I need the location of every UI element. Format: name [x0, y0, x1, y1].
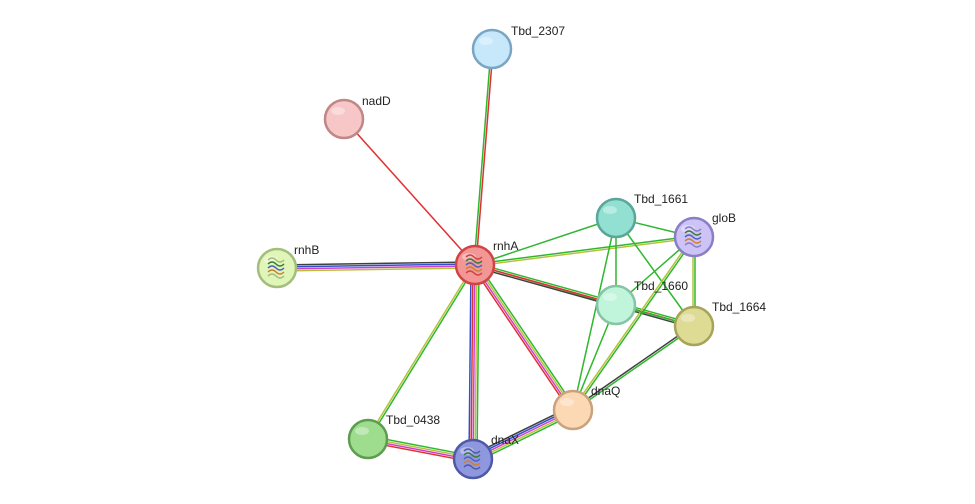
- node-circle[interactable]: [471, 28, 513, 70]
- edge-evidence-line: [277, 267, 476, 272]
- node-circle[interactable]: [323, 98, 365, 140]
- edge-evidence-line: [276, 261, 475, 266]
- node-nadD[interactable]: nadD: [323, 94, 391, 140]
- protein-structure-icon: [463, 448, 481, 470]
- edge-rnhA-Tbd_1661[interactable]: [474, 217, 617, 266]
- edge-evidence-line: [573, 237, 696, 412]
- edge-evidence-line: [368, 265, 477, 440]
- edge-evidence-line: [615, 217, 695, 327]
- node-label: dnaQ: [591, 384, 620, 398]
- node-Tbd_2307[interactable]: Tbd_2307: [471, 24, 565, 70]
- edge-evidence-line: [475, 237, 695, 267]
- node-highlight: [681, 314, 695, 322]
- edge-evidence-line: [470, 264, 474, 459]
- node-circle[interactable]: [347, 418, 389, 460]
- node-highlight: [560, 398, 574, 406]
- edge-evidence-line: [277, 265, 476, 270]
- edge-evidence-line: [276, 263, 475, 268]
- node-Tbd_1661[interactable]: Tbd_1661: [595, 192, 688, 239]
- edge-rnhA-gloB[interactable]: [474, 235, 695, 267]
- edge-rnhA-rnhB[interactable]: [276, 261, 476, 272]
- edge-evidence-line: [366, 264, 475, 439]
- node-label: nadD: [362, 94, 391, 108]
- node-label: Tbd_1660: [634, 279, 688, 293]
- edge-rnhA-Tbd_2307[interactable]: [473, 48, 494, 266]
- node-label: Tbd_1664: [712, 300, 766, 314]
- node-Tbd_1660[interactable]: Tbd_1660: [595, 279, 688, 326]
- node-circle[interactable]: [673, 305, 715, 347]
- node-dnaQ[interactable]: dnaQ: [552, 384, 620, 431]
- edge-Tbd_1661-dnaQ[interactable]: [572, 217, 617, 411]
- node-highlight: [603, 293, 617, 301]
- protein-structure-icon: [267, 257, 285, 279]
- edge-evidence-line: [473, 48, 492, 265]
- edge-evidence-line: [475, 264, 575, 410]
- edge-evidence-line: [476, 265, 480, 460]
- edge-evidence-line: [473, 265, 573, 411]
- protein-structure-icon: [684, 226, 702, 248]
- edge-evidence-line: [474, 265, 478, 460]
- node-layer: Tbd_2307 nadD rnhB rnhA Tbd_1661 gloB Tbd_1660…: [256, 24, 766, 480]
- edge-evidence-line: [471, 266, 572, 413]
- edge-Tbd_1661-Tbd_1664[interactable]: [615, 217, 695, 327]
- node-label: dnaX: [491, 433, 519, 447]
- edge-evidence-line: [472, 264, 476, 460]
- edge-evidence-line: [573, 326, 695, 412]
- node-circle[interactable]: [552, 389, 594, 431]
- node-label: rnhB: [294, 243, 319, 257]
- edge-gloB-dnaQ[interactable]: [571, 235, 696, 412]
- node-highlight: [603, 206, 617, 214]
- edge-rnhA-dnaX[interactable]: [468, 264, 480, 460]
- node-label: rnhA: [493, 239, 518, 253]
- node-label: Tbd_0438: [386, 413, 440, 427]
- node-circle[interactable]: [595, 284, 637, 326]
- node-label: gloB: [712, 211, 736, 225]
- edge-evidence-line: [476, 262, 577, 409]
- node-circle[interactable]: [595, 197, 637, 239]
- edge-evidence-line: [475, 262, 695, 325]
- node-highlight: [479, 37, 493, 45]
- edge-Tbd_1664-dnaQ[interactable]: [572, 324, 695, 412]
- edge-evidence-line: [572, 217, 617, 411]
- edge-evidence-line: [474, 266, 694, 329]
- node-rnhA[interactable]: rnhA: [454, 239, 518, 286]
- edge-rnhA-dnaQ[interactable]: [471, 262, 577, 413]
- edge-evidence-line: [571, 235, 694, 410]
- node-label: Tbd_2307: [511, 24, 565, 38]
- node-Tbd_0438[interactable]: Tbd_0438: [347, 413, 440, 460]
- node-label: Tbd_1661: [634, 192, 688, 206]
- edge-evidence-line: [474, 235, 694, 265]
- protein-structure-icon: [465, 254, 483, 276]
- edge-rnhA-nadD[interactable]: [343, 118, 476, 266]
- edge-evidence-line: [475, 49, 494, 266]
- node-dnaX[interactable]: dnaX: [452, 433, 519, 480]
- node-Tbd_1664[interactable]: Tbd_1664: [673, 300, 766, 347]
- edge-evidence-line: [343, 118, 476, 266]
- node-gloB[interactable]: gloB: [673, 211, 736, 258]
- node-rnhB[interactable]: rnhB: [256, 243, 319, 289]
- edge-rnhA-Tbd_0438[interactable]: [366, 264, 477, 440]
- edge-evidence-line: [474, 217, 617, 266]
- edge-evidence-line: [468, 264, 472, 459]
- edge-evidence-line: [572, 324, 694, 410]
- node-highlight: [331, 107, 345, 115]
- node-highlight: [355, 427, 369, 435]
